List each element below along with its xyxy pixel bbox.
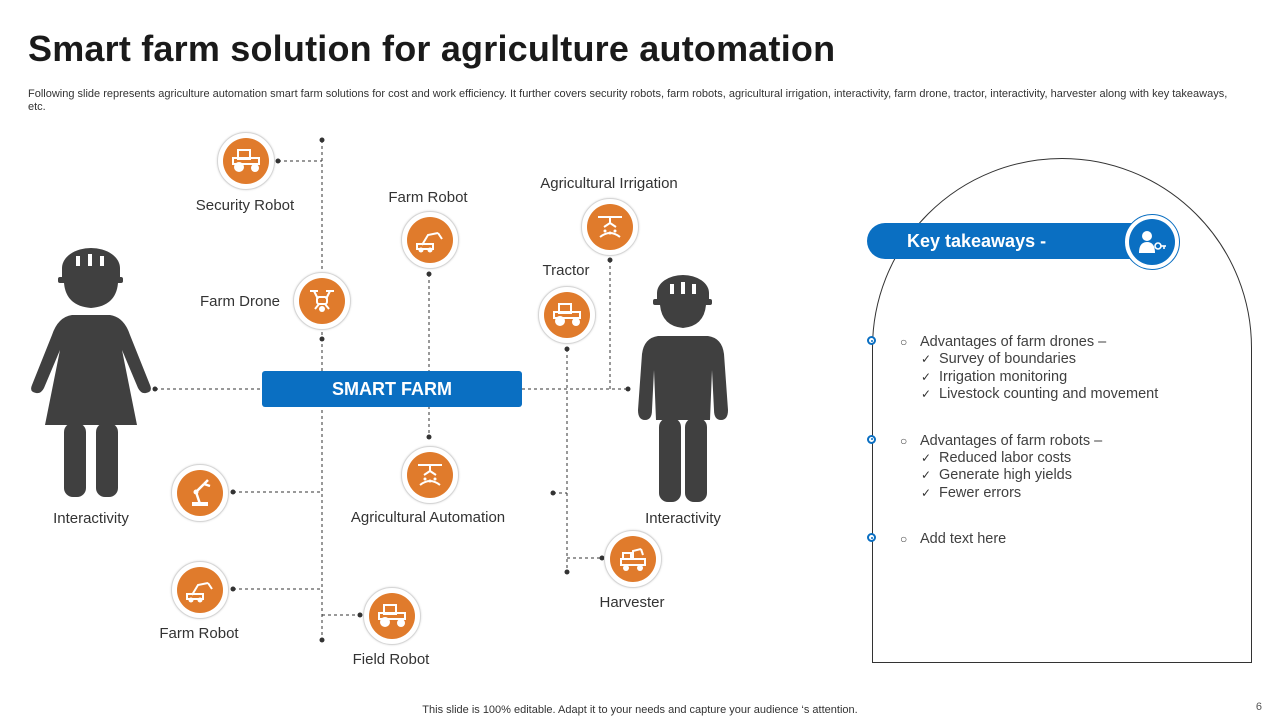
label-interactivity-left: Interactivity <box>53 510 129 527</box>
takeaway-heading-text: Advantages of farm drones – <box>920 334 1107 350</box>
check-icon: ✓ <box>921 352 932 366</box>
tractor-icon <box>369 593 415 639</box>
page-number: 6 <box>1255 701 1262 713</box>
harvester-node <box>604 530 662 588</box>
takeaway-heading: ○ Advantages of farm drones – <box>867 333 1230 351</box>
takeaway-heading-text: Add text here <box>920 531 1007 547</box>
bullet-dot-icon <box>867 434 876 444</box>
takeaway-heading: ○ Add text here <box>867 530 1230 548</box>
takeaways-panel <box>872 158 1252 663</box>
person-male-icon <box>638 275 728 502</box>
takeaway-item-text: Generate high yields <box>939 467 1072 483</box>
harvester-icon <box>610 536 656 582</box>
label-field-robot: Field Robot <box>352 651 430 668</box>
connector-lines <box>155 140 628 640</box>
takeaway-item: ✓ Irrigation monitoring <box>870 369 1230 387</box>
check-icon: ✓ <box>921 450 932 465</box>
takeaway-group: ○ Advantages of farm drones – ✓ Survey of… <box>867 333 1230 404</box>
farm-drone-node <box>293 272 351 330</box>
page-subtitle: Following slide represents agriculture a… <box>28 88 1228 113</box>
tractor-icon <box>544 292 590 338</box>
tractor-icon <box>223 138 269 184</box>
bullet-dot-icon <box>867 336 876 345</box>
security-robot-node <box>217 132 275 190</box>
takeaway-item: ✓ Livestock counting and movement <box>870 386 1230 404</box>
label-security-robot: Security Robot <box>195 197 295 214</box>
check-icon: ✓ <box>921 387 932 401</box>
takeaway-group: ○ Advantages of farm robots – ✓ Reduced l… <box>867 432 1230 503</box>
takeaway-item-text: Irrigation monitoring <box>939 368 1068 385</box>
farm-robot-top-node <box>401 211 459 269</box>
label-farm-drone: Farm Drone <box>199 293 281 310</box>
worker-key-icon <box>1129 219 1175 265</box>
page-title: Smart farm solution for agriculture auto… <box>28 28 836 69</box>
label-farm-robot-bottom: Farm Robot <box>159 625 239 642</box>
circle-bullet-icon: ○ <box>900 532 908 546</box>
drone-icon <box>299 278 345 324</box>
takeaway-item: ✓ Reduced labor costs <box>870 450 1230 468</box>
robot-arm-icon <box>407 217 453 263</box>
field-robot-node <box>363 587 421 645</box>
label-farm-robot-top: Farm Robot <box>388 189 468 206</box>
takeaways-title: Key takeaways - <box>867 223 1147 259</box>
agricultural-automation-node <box>401 446 459 504</box>
takeaway-item-text: Livestock counting and movement <box>939 386 1159 402</box>
interactivity-robot-node <box>171 464 229 522</box>
label-interactivity-right: Interactivity <box>645 510 721 527</box>
takeaway-item: ✓ Survey of boundaries <box>870 351 1230 369</box>
circle-bullet-icon: ○ <box>900 433 908 448</box>
takeaway-group: ○ Add text here <box>867 530 1230 548</box>
robotic-arm-icon <box>177 470 223 516</box>
takeaway-item-text: Fewer errors <box>939 484 1022 501</box>
person-female-icon <box>31 248 151 497</box>
check-icon: ✓ <box>921 468 932 482</box>
takeaways-list: ○ Advantages of farm drones – ✓ Survey of… <box>867 333 1230 562</box>
takeaway-item: ✓ Generate high yields <box>870 467 1230 485</box>
takeaway-heading-text: Advantages of farm robots – <box>920 432 1103 449</box>
bullet-dot-icon <box>867 533 876 542</box>
irrigation-icon <box>407 452 453 498</box>
robot-arm-icon <box>177 567 223 613</box>
farm-robot-bottom-node <box>171 561 229 619</box>
label-agricultural-automation: Agricultural Automation <box>350 509 506 526</box>
footer-note: This slide is 100% editable. Adapt it to… <box>422 704 858 716</box>
smart-farm-box: SMART FARM <box>262 371 522 407</box>
connector-dots <box>152 137 631 643</box>
takeaway-item-text: Survey of boundaries <box>939 351 1077 367</box>
circle-bullet-icon: ○ <box>900 335 908 349</box>
takeaway-item-text: Reduced labor costs <box>939 449 1072 466</box>
label-agricultural-irrigation: Agricultural Irrigation <box>540 175 678 192</box>
takeaway-heading: ○ Advantages of farm robots – <box>867 432 1230 450</box>
check-icon: ✓ <box>921 485 932 500</box>
check-icon: ✓ <box>921 369 932 384</box>
takeaways-badge <box>1124 214 1180 270</box>
takeaway-item: ✓ Fewer errors <box>870 485 1230 503</box>
label-tractor: Tractor <box>542 262 590 279</box>
label-harvester: Harvester <box>599 594 665 611</box>
tractor-node <box>538 286 596 344</box>
agricultural-irrigation-node <box>581 198 639 256</box>
irrigation-icon <box>587 204 633 250</box>
